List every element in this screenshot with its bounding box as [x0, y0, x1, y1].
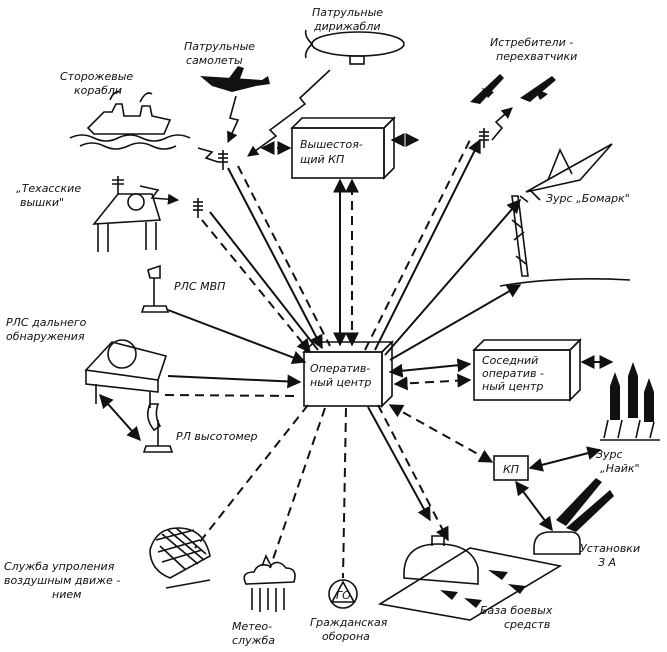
label-long-range-radar-2: обнаружения	[6, 330, 85, 343]
link-radar-center-b	[164, 394, 299, 397]
label-bomarc: Зурс „Бомарк"	[546, 192, 630, 205]
antenna-icon	[193, 198, 203, 218]
airship-icon	[304, 29, 405, 65]
label-height-finder: РЛ высотомер	[176, 430, 258, 443]
label-texas-towers-2: вышки"	[20, 196, 64, 209]
link-ships-center-a	[227, 167, 323, 350]
operations-center-label-1: Оператив-	[310, 362, 370, 375]
label-patrol-airships-2: дирижабли	[313, 20, 381, 33]
label-aa-installations-2: З А	[598, 556, 616, 569]
label-long-range-radar-1: РЛС дальнего	[6, 316, 87, 329]
link-center-atc	[194, 404, 309, 549]
link-radar-center-a	[167, 374, 302, 389]
node-labels: Патрульные дирижабли Патрульные самолеты…	[4, 6, 640, 647]
antenna-icon	[479, 128, 489, 148]
aa-installations-icon	[533, 478, 614, 555]
neighbor-center-label-1: Соседний	[482, 354, 538, 367]
label-interceptors-1: Истребители -	[490, 36, 573, 49]
neighbor-center-box[interactable]: Соседний оператив - ный центр	[472, 338, 582, 402]
neighbor-center-label-2: оператив -	[482, 367, 544, 380]
link-kp-nike	[528, 446, 602, 472]
label-atc-2: воздушным движе -	[4, 574, 120, 587]
link-center-interceptors-a	[374, 138, 481, 351]
link-texas-center-a	[201, 219, 311, 354]
radio-link-texas	[139, 185, 180, 205]
label-civil-defense-1: Гражданская	[310, 616, 388, 629]
height-finder-icon	[142, 403, 174, 453]
label-combat-base-2: средств	[504, 618, 550, 631]
link-center-base-b	[367, 406, 431, 522]
higher-cp-label-2: щий КП	[300, 153, 344, 166]
label-texas-towers-1: „Техасские	[16, 182, 81, 195]
label-combat-base-1: База боевых	[480, 604, 553, 617]
link-center-bomarc	[384, 198, 521, 356]
link-center-neighbor-b	[393, 373, 472, 391]
cp-box[interactable]: КП	[493, 455, 529, 481]
label-patrol-planes-2: самолеты	[186, 54, 243, 67]
link-center-weather	[269, 407, 326, 569]
patrol-plane-icon	[200, 66, 270, 92]
link-ships-center-b	[237, 165, 331, 347]
link-kp-aa	[515, 480, 553, 532]
antenna-icon	[218, 150, 228, 170]
civil-defense-icon: ГО	[328, 579, 358, 609]
label-atc-3: нием	[52, 588, 81, 601]
link-center-neighbor-a	[388, 358, 472, 378]
link-center-kp	[388, 404, 494, 463]
label-patrol-planes-1: Патрульные	[184, 40, 255, 53]
radio-link-interceptors	[491, 107, 513, 141]
label-weather-1: Метео-	[232, 620, 272, 633]
label-atc-1: Служба упроления	[4, 560, 115, 573]
link-radar-heightfinder	[99, 393, 141, 442]
weather-service-icon	[243, 554, 296, 612]
higher-cp-label-1: Вышестоя-	[300, 138, 363, 151]
link-center-base-a	[377, 404, 449, 542]
bomarc-missile-icon	[499, 143, 631, 287]
higher-cp-box[interactable]: Вышестоя- щий КП	[290, 116, 396, 180]
air-traffic-control-icon	[149, 527, 211, 589]
cp-label: КП	[503, 463, 519, 476]
interceptor-jet-icon	[470, 74, 556, 104]
combat-base-icon	[377, 535, 563, 621]
label-guard-ships-2: корабли	[74, 84, 122, 97]
operations-center-box[interactable]: Оператив- ный центр	[302, 340, 394, 408]
operations-center-label-2: ный центр	[310, 376, 371, 389]
rls-mvp-icon	[140, 264, 170, 313]
link-mvp-center	[167, 309, 307, 365]
label-interceptors-2: перехватчики	[496, 50, 577, 63]
long-range-radar-icon	[84, 339, 168, 408]
label-nike-2: „Найк"	[600, 462, 640, 475]
antenna-masts	[193, 128, 489, 218]
label-guard-ships-1: Сторожевые	[60, 70, 133, 83]
connection-lines	[99, 69, 614, 579]
label-nike-1: Зурс	[596, 448, 623, 461]
radio-link-airship	[247, 69, 331, 157]
guard-ships-icon	[69, 90, 191, 150]
link-center-interceptors-b	[364, 139, 471, 351]
label-civil-defense-2: оборона	[322, 630, 370, 643]
texas-tower-icon	[92, 176, 162, 252]
radio-link-ships	[197, 147, 219, 163]
link-center-right-field	[389, 284, 522, 361]
label-aa-installations-1: Установки	[580, 542, 640, 555]
link-center-civil-defense	[342, 407, 347, 579]
nike-missiles-icon	[600, 362, 660, 441]
label-patrol-airships-1: Патрульные	[312, 6, 383, 19]
radio-link-planes	[227, 95, 240, 144]
neighbor-center-label-3: ный центр	[482, 380, 543, 393]
link-texas-center-b	[209, 211, 319, 351]
civil-defense-badge-text: ГО	[336, 589, 351, 602]
label-rls-mvp: РЛС МВП	[174, 280, 225, 293]
label-weather-2: служба	[232, 634, 275, 647]
